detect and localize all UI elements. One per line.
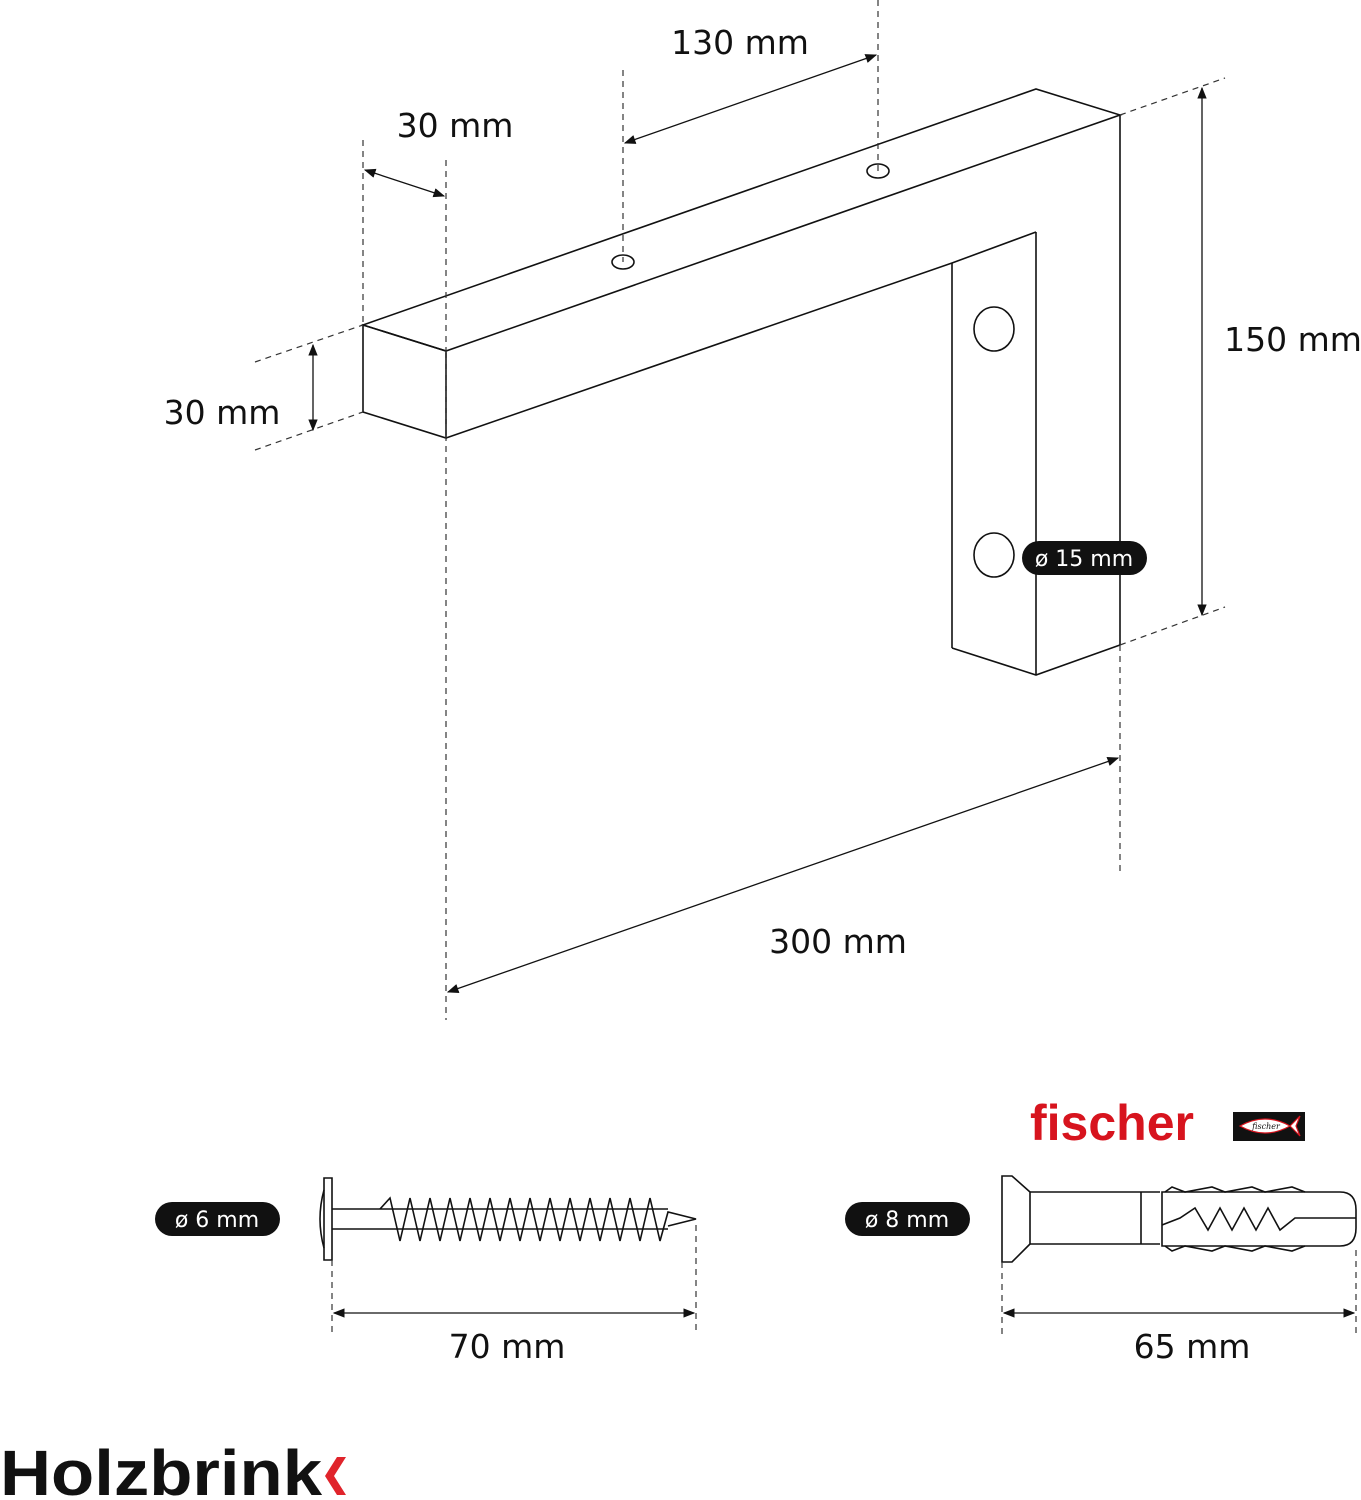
bracket-length-label: 300 mm (769, 922, 907, 961)
screw-diameter-badge: ø 6 mm (155, 1202, 280, 1236)
screw-length-label: 70 mm (449, 1327, 566, 1366)
holzbrink-wordmark: Holzbrink (0, 1437, 322, 1500)
wall-hole-2 (973, 532, 1015, 578)
screw-diameter-label: ø 6 mm (175, 1208, 259, 1233)
fischer-logo: fischer fischer (1030, 1095, 1305, 1151)
anchor-length-label: 65 mm (1134, 1327, 1251, 1366)
fischer-wordmark: fischer (1030, 1095, 1194, 1151)
bracket-height-label: 150 mm (1224, 320, 1361, 359)
top-hole-2 (866, 163, 890, 179)
fischer-badge-text: fischer (1251, 1122, 1281, 1131)
dimension-arrows (308, 54, 1207, 993)
anchor-diameter-label: ø 8 mm (865, 1208, 949, 1233)
screw-drawing (319, 1177, 697, 1335)
hole-diameter-label: ø 15 mm (1035, 547, 1133, 572)
top-hole-1 (611, 254, 635, 270)
hole-spacing-label: 130 mm (671, 23, 809, 62)
holzbrink-logo: Holzbrink (0, 1437, 346, 1500)
hole-diameter-badge: ø 15 mm (1022, 541, 1147, 575)
holzbrink-chevron-icon (325, 1457, 346, 1495)
fischer-fish-icon (1238, 1115, 1301, 1137)
arm-height-label: 30 mm (164, 393, 281, 432)
guide-lines (254, 0, 1226, 1020)
bracket-outline (360, 88, 1123, 676)
anchor-drawing (1001, 1175, 1357, 1335)
anchor-diameter-badge: ø 8 mm (845, 1202, 970, 1236)
hole-offset-label: 30 mm (397, 106, 514, 145)
wall-hole-1 (973, 306, 1015, 352)
